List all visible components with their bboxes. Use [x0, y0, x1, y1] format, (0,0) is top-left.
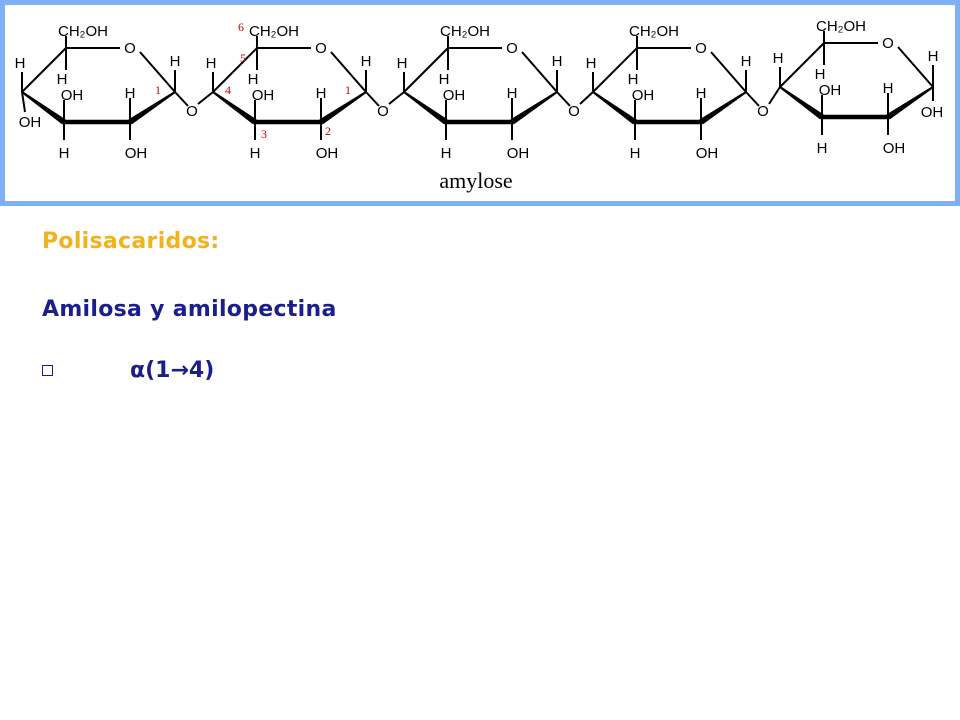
h-label: H [630, 145, 641, 162]
wedge-bond [699, 91, 747, 125]
wedge-bond [886, 86, 934, 120]
h-label: H [552, 53, 563, 70]
bond-line [403, 47, 449, 93]
glycosidic-bond-label: α(1→4) [130, 357, 215, 383]
ring-oxygen-label: O [882, 35, 894, 52]
h-label: H [586, 55, 597, 72]
h-label: H [815, 66, 826, 83]
ch2oh-label: CH₂OH [249, 23, 299, 40]
bond-line [21, 91, 26, 113]
wedge-bond [21, 91, 66, 125]
h-label: H [250, 145, 261, 162]
wedge-bond [319, 91, 367, 125]
h-label: H [57, 71, 68, 88]
oh-label: OH [61, 87, 84, 104]
h-label: H [928, 48, 939, 65]
bond-line [779, 42, 825, 88]
bond-line [197, 91, 214, 105]
h-label: H [248, 71, 259, 88]
slide-heading: Polisacaridos: [42, 229, 220, 254]
bond-line [174, 91, 189, 107]
bond-line [521, 51, 558, 93]
wedge-bond [779, 86, 824, 120]
oh-label: OH [921, 104, 944, 121]
oh-label: OH [316, 145, 339, 162]
glycosidic-oxygen-label: O [377, 103, 389, 120]
bond-line [388, 91, 405, 105]
ch2oh-label: CH₂OH [440, 23, 490, 40]
h-label: H [817, 140, 828, 157]
bullet-item: α(1→4) [42, 355, 214, 385]
bond-line [365, 91, 380, 107]
h-label: H [125, 85, 136, 102]
carbon-number-label: 3 [261, 127, 267, 141]
ring-oxygen-label: O [315, 40, 327, 57]
square-bullet-icon [42, 364, 53, 376]
carbon-number-label: 4 [225, 83, 231, 97]
bond-line [768, 86, 781, 105]
ring-oxygen-label: O [124, 40, 136, 57]
h-label: H [439, 71, 450, 88]
wedge-bond [510, 91, 558, 125]
bond-line [579, 91, 594, 105]
ch2oh-label: CH₂OH [58, 23, 108, 40]
oh-label: OH [696, 145, 719, 162]
bond-line [745, 91, 760, 107]
h-label: H [59, 145, 70, 162]
h-label: H [361, 53, 372, 70]
h-label: H [206, 55, 217, 72]
bond-line [21, 47, 67, 93]
bond-line [212, 47, 258, 93]
wedge-bond [128, 91, 176, 125]
h-label: H [507, 85, 518, 102]
glycosidic-oxygen-label: O [186, 103, 198, 120]
carbon-number-label: 1 [345, 83, 351, 97]
slide-subheading: Amilosa y amilopectina [42, 297, 337, 322]
h-label: H [441, 145, 452, 162]
oh-label: OH [125, 145, 148, 162]
glycosidic-oxygen-label: O [568, 103, 580, 120]
h-label: H [773, 50, 784, 67]
figure-caption: amylose [439, 168, 512, 193]
wedge-bond [592, 91, 637, 125]
carbon-number-label: 6 [238, 20, 244, 34]
oh-label: OH [443, 87, 466, 104]
bond-line [592, 47, 638, 93]
h-label: H [741, 53, 752, 70]
bond-line [139, 51, 176, 93]
carbon-number-label: 2 [325, 124, 331, 138]
oh-label: OH [19, 114, 42, 131]
h-label: H [628, 71, 639, 88]
amylose-molecule-diagram: CH₂OHHOHHOHOHHHOHOCH₂OHHOHHOHOHHHOCH₂OHH… [15, 18, 944, 193]
carbon-number-label: 1 [155, 83, 161, 97]
bond-line [556, 91, 571, 107]
h-label: H [15, 55, 26, 72]
h-label: H [170, 53, 181, 70]
h-label: H [696, 85, 707, 102]
oh-label: OH [252, 87, 275, 104]
glycosidic-oxygen-label: O [757, 103, 769, 120]
ring-oxygen-label: O [506, 40, 518, 57]
oh-label: OH [507, 145, 530, 162]
bond-line [330, 51, 367, 93]
bond-line [710, 51, 747, 93]
h-label: H [883, 80, 894, 97]
ch2oh-label: CH₂OH [816, 18, 866, 35]
oh-label: OH [819, 82, 842, 99]
wedge-bond [212, 91, 257, 125]
h-label: H [316, 85, 327, 102]
wedge-bond [403, 91, 448, 125]
ch2oh-label: CH₂OH [629, 23, 679, 40]
oh-label: OH [883, 140, 906, 157]
bond-line [897, 46, 934, 88]
oh-label: OH [632, 87, 655, 104]
h-label: H [397, 55, 408, 72]
carbon-number-label: 5 [240, 51, 246, 65]
ring-oxygen-label: O [695, 40, 707, 57]
